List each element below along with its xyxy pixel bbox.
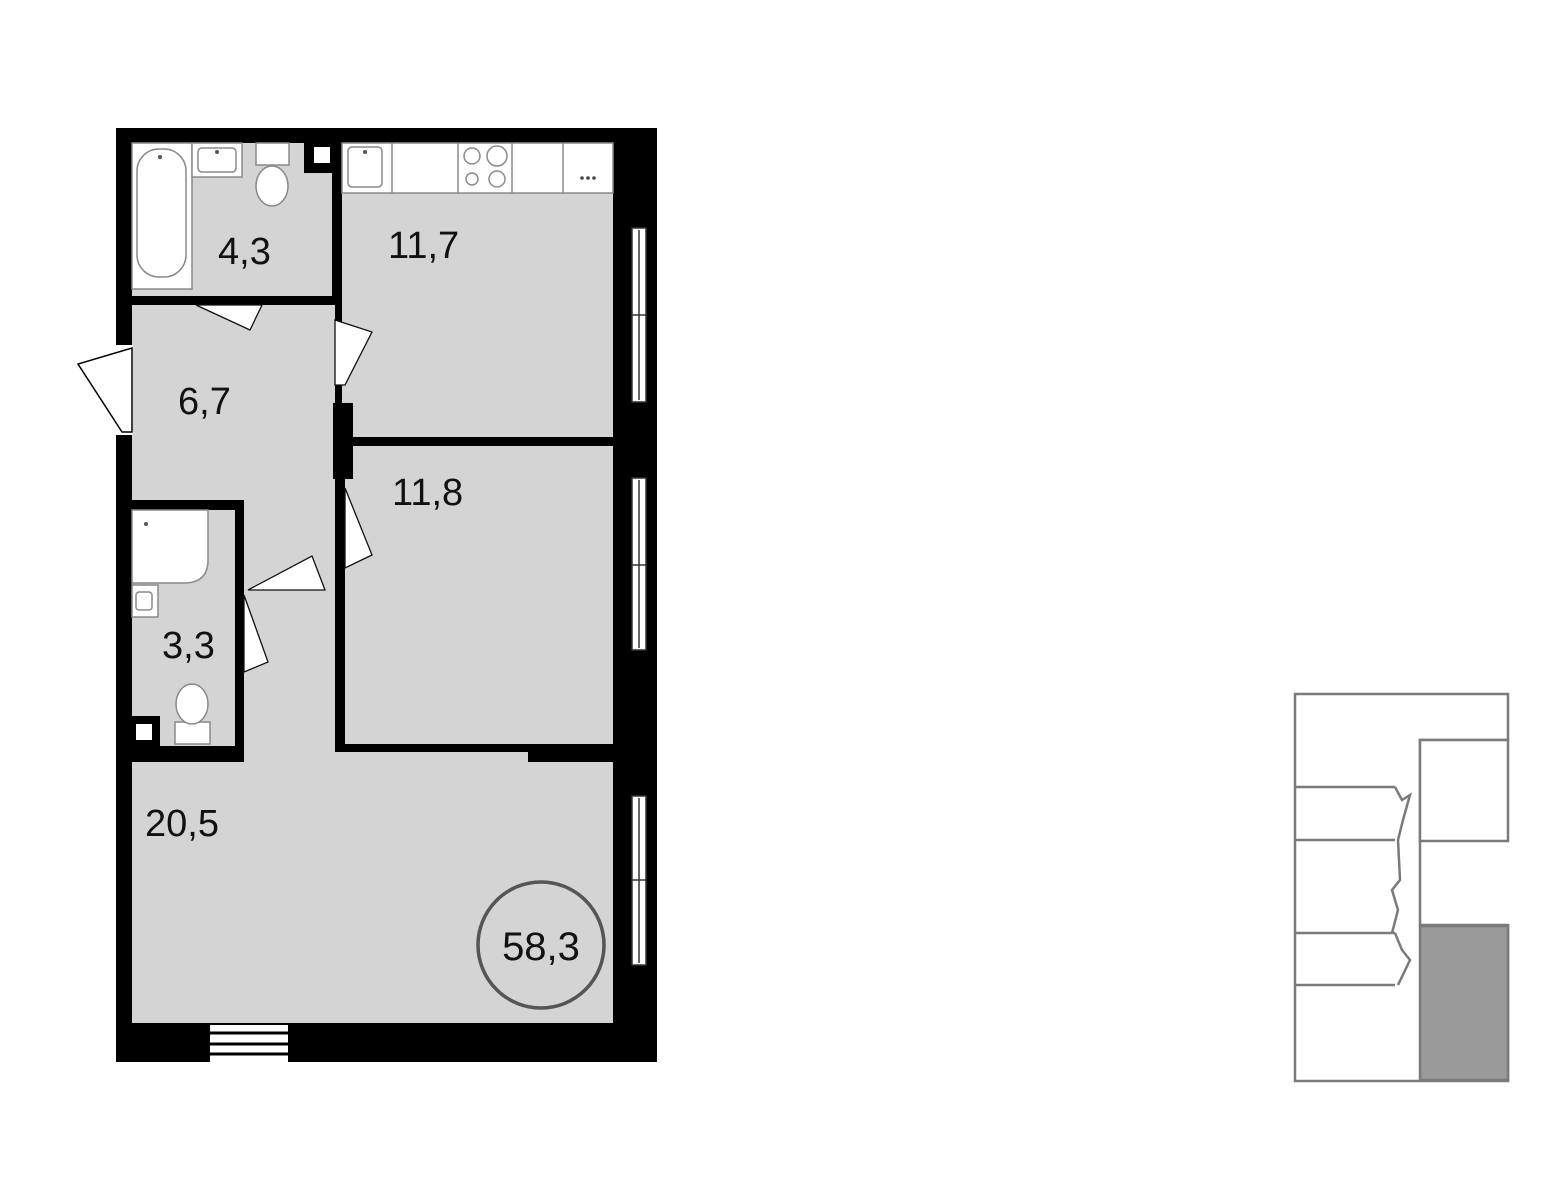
wall-bath-hall <box>132 296 336 305</box>
interior-walls <box>132 143 613 762</box>
room-area-bedroom: 11,8 <box>392 472 463 514</box>
door-wc[interactable] <box>243 594 269 673</box>
interior-doors <box>195 304 373 673</box>
pier-bottom <box>613 965 657 1062</box>
room-area-bathroom: 4,3 <box>218 231 271 273</box>
door-bedroom[interactable] <box>344 487 373 570</box>
room-labels: 4,3 11,7 6,7 11,8 3,3 20,5 <box>145 225 463 845</box>
wall-wc-top <box>132 500 244 510</box>
pier-top <box>613 128 657 228</box>
door-bathroom[interactable] <box>195 304 264 331</box>
wc-fixtures <box>131 509 211 745</box>
room-area-living: 20,5 <box>145 803 219 845</box>
total-area-badge: 58,3 <box>476 880 606 1010</box>
window-living-bottom[interactable] <box>210 1025 288 1062</box>
living-floor <box>132 753 613 1023</box>
hallway-floor <box>132 305 335 501</box>
shaft-bath-inner <box>314 147 330 163</box>
windows <box>631 227 647 966</box>
wall-kitchen-bedroom <box>342 437 613 446</box>
floor-key-plan <box>1293 692 1510 1083</box>
pier-mid1 <box>613 402 643 478</box>
kitchen-fixtures <box>341 142 614 194</box>
wall-kitchen-hall <box>335 305 342 490</box>
room-area-kitchen: 11,7 <box>388 225 459 267</box>
bathroom-toilet-icon <box>255 142 290 166</box>
shower-icon <box>131 509 209 584</box>
wall-bedroom-living-stub <box>528 744 613 762</box>
bathroom-fixtures <box>131 142 290 290</box>
apartment-plan: 4,3 11,7 6,7 11,8 3,3 20,5 58,3 <box>76 128 657 1062</box>
entrance-door[interactable] <box>76 345 133 435</box>
room-area-wc: 3,3 <box>162 625 215 667</box>
wall-bedroom-hall <box>335 480 345 750</box>
stove-icon <box>463 145 508 188</box>
wall-wc-bottom <box>132 746 244 762</box>
wall-bedroom-living <box>335 744 613 752</box>
exterior-piers <box>613 128 657 1062</box>
wall-bath-kitchen <box>332 143 342 305</box>
key-plan-highlight <box>1418 924 1510 1082</box>
room-floors <box>132 143 613 1023</box>
room-area-hallway: 6,7 <box>178 381 231 423</box>
bedroom-floor <box>345 446 613 744</box>
wc-toilet-icon <box>174 721 211 745</box>
pier-mid2 <box>613 650 657 796</box>
hallway-corridor-floor <box>242 495 335 755</box>
total-area-value: 58,3 <box>502 925 580 969</box>
washing-machine-icon <box>580 176 596 180</box>
key-plan-block-top-right <box>1418 738 1510 843</box>
shaft-wc-inner <box>136 724 152 740</box>
door-kitchen[interactable] <box>334 319 373 386</box>
door-living[interactable] <box>247 555 326 591</box>
wall-wc-right <box>235 500 244 762</box>
kitchen-sink-icon <box>347 146 383 188</box>
